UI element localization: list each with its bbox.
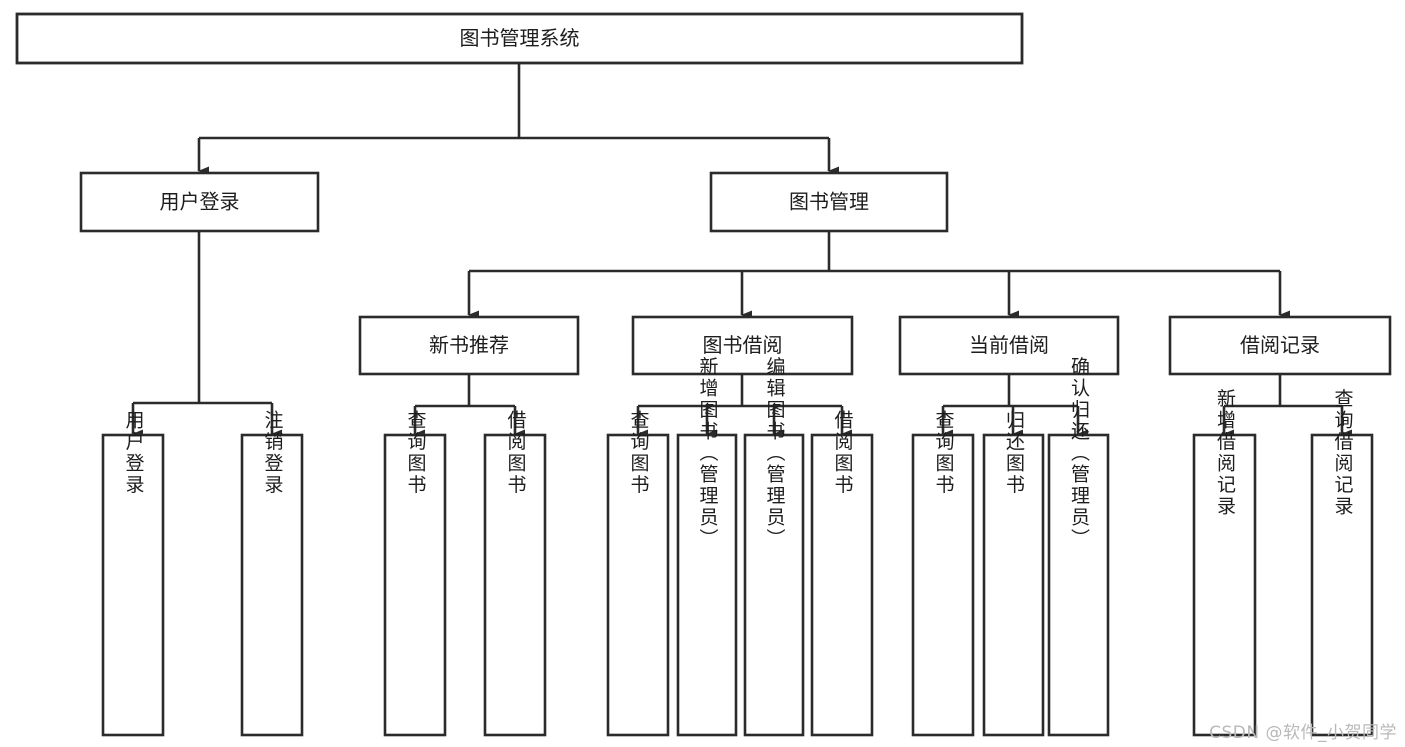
node-leaf-borrow-book[interactable]: 借阅图书 — [810, 410, 874, 737]
node-label-leaf-return-book: 归还图书 — [1003, 410, 1025, 496]
node-leaf-user-logout[interactable]: 注销登录 — [240, 410, 304, 737]
node-box-new-book-recommend — [358, 315, 580, 376]
node-leaf-borrow-book-recommend[interactable]: 借阅图书 — [483, 410, 547, 737]
node-label-new-book-recommend: 新书推荐 — [429, 333, 509, 357]
node-box-book-manage — [709, 171, 949, 233]
node-user-login[interactable]: 用户登录 — [79, 171, 320, 233]
node-borrow-record[interactable]: 借阅记录 — [1168, 315, 1392, 376]
node-label-leaf-borrow-book: 借阅图书 — [832, 410, 854, 496]
node-box-leaf-query-borrow-record — [1310, 433, 1374, 737]
node-box-leaf-confirm-return — [1047, 433, 1110, 737]
node-book-manage[interactable]: 图书管理 — [709, 171, 949, 233]
node-label-leaf-user-login: 用户登录 — [123, 410, 145, 496]
node-box-leaf-borrow-book-recommend — [483, 433, 547, 737]
node-label-leaf-add-book: 新增图书（管理员） — [697, 356, 719, 550]
node-box-user-login — [79, 171, 320, 233]
node-leaf-query-book-borrow[interactable]: 查询图书 — [606, 410, 670, 737]
node-label-current-borrow: 当前借阅 — [969, 333, 1049, 357]
node-box-leaf-return-book — [982, 433, 1045, 737]
node-current-borrow[interactable]: 当前借阅 — [898, 315, 1120, 376]
connector-lines — [131, 63, 1352, 439]
node-label-user-login: 用户登录 — [160, 190, 240, 214]
nodes-layer: 图书管理系统用户登录图书管理新书推荐图书借阅当前借阅借阅记录用户登录注销登录查询… — [15, 12, 1392, 737]
node-box-leaf-user-logout — [240, 433, 304, 737]
node-leaf-edit-book[interactable]: 编辑图书（管理员） — [743, 356, 805, 737]
node-box-leaf-query-book-recommend — [383, 433, 447, 737]
node-leaf-return-book[interactable]: 归还图书 — [982, 410, 1045, 737]
node-label-book-manage: 图书管理 — [789, 190, 869, 214]
node-label-leaf-query-book-current: 查询图书 — [933, 410, 955, 496]
node-box-leaf-query-book-borrow — [606, 433, 670, 737]
node-box-leaf-edit-book — [743, 433, 805, 737]
node-label-leaf-edit-book: 编辑图书（管理员） — [764, 356, 786, 550]
node-leaf-query-book-recommend[interactable]: 查询图书 — [383, 410, 447, 737]
node-box-leaf-user-login — [101, 433, 165, 737]
node-box-leaf-add-book — [676, 433, 738, 737]
node-label-leaf-confirm-return: 确认归还（管理员） — [1068, 356, 1090, 550]
node-label-leaf-add-borrow-record: 新增借阅记录 — [1214, 388, 1236, 517]
node-leaf-confirm-return[interactable]: 确认归还（管理员） — [1047, 356, 1110, 737]
node-book-borrow[interactable]: 图书借阅 — [631, 315, 854, 376]
node-label-borrow-record: 借阅记录 — [1240, 333, 1320, 357]
node-box-book-borrow — [631, 315, 854, 376]
node-box-current-borrow — [898, 315, 1120, 376]
node-box-root — [15, 12, 1024, 65]
node-new-book-recommend[interactable]: 新书推荐 — [358, 315, 580, 376]
node-leaf-user-login[interactable]: 用户登录 — [101, 410, 165, 737]
node-leaf-query-borrow-record[interactable]: 查询借阅记录 — [1310, 388, 1374, 737]
node-box-leaf-borrow-book — [810, 433, 874, 737]
node-label-leaf-query-borrow-record: 查询借阅记录 — [1332, 388, 1354, 517]
node-leaf-add-borrow-record[interactable]: 新增借阅记录 — [1192, 388, 1257, 737]
node-label-root: 图书管理系统 — [460, 26, 580, 50]
node-root[interactable]: 图书管理系统 — [15, 12, 1024, 65]
node-label-book-borrow: 图书借阅 — [703, 333, 783, 357]
node-leaf-query-book-current[interactable]: 查询图书 — [911, 410, 975, 737]
node-label-leaf-query-book-borrow: 查询图书 — [628, 410, 650, 496]
node-label-leaf-query-book-recommend: 查询图书 — [405, 410, 427, 496]
node-label-leaf-user-logout: 注销登录 — [262, 410, 284, 496]
node-label-leaf-borrow-book-recommend: 借阅图书 — [505, 410, 527, 496]
node-box-leaf-add-borrow-record — [1192, 433, 1257, 737]
node-leaf-add-book[interactable]: 新增图书（管理员） — [676, 356, 738, 737]
node-box-leaf-query-book-current — [911, 433, 975, 737]
node-box-borrow-record — [1168, 315, 1392, 376]
